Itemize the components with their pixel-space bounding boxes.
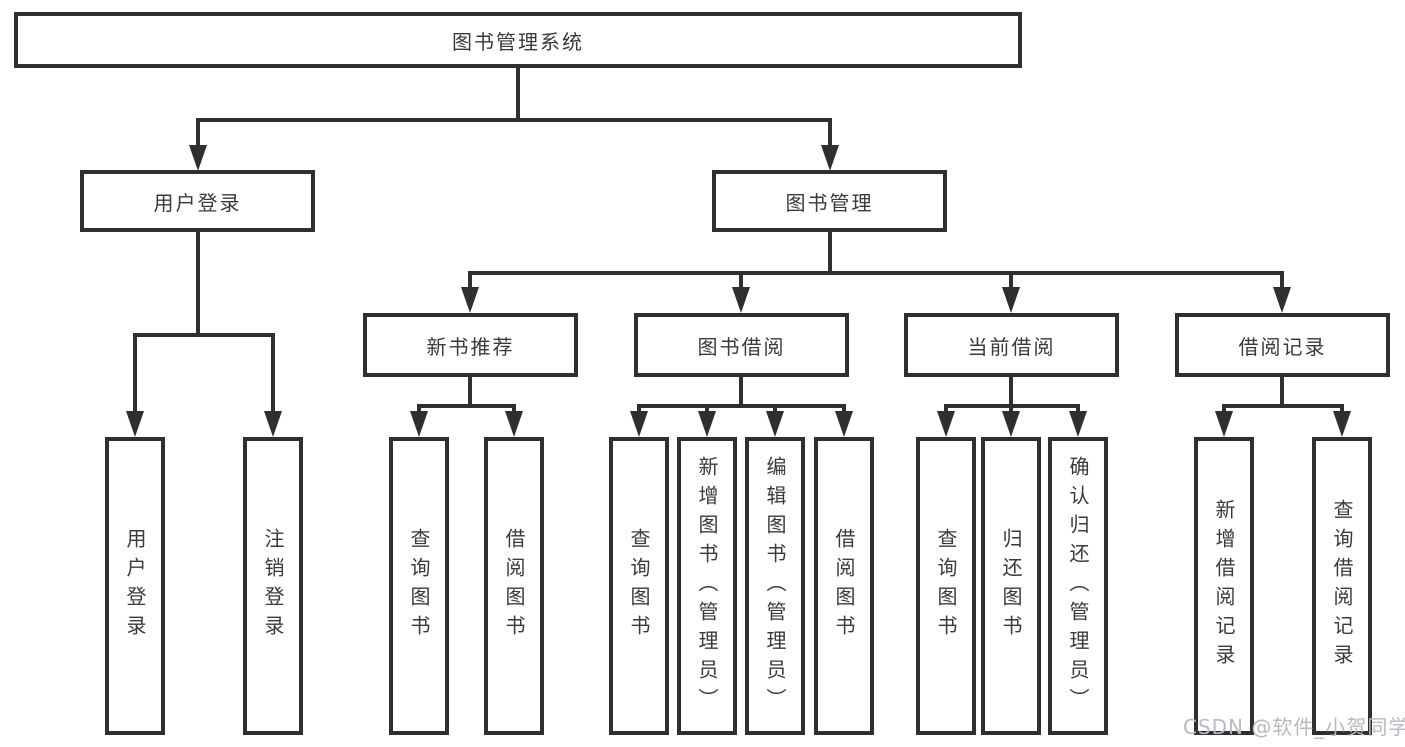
leaf-add-books-admin: 新增图书（管理员） [677,437,737,735]
leaf-confirm-return-admin-label: 确认归还（管理员） [1066,455,1090,717]
connector-user-login-branch [133,232,275,413]
node-book-management-branch: 图书管理 [712,170,947,232]
leaf-return-books-label: 归还图书 [999,528,1023,644]
node-library-management-system-label: 图书管理系统 [452,29,584,54]
leaf-borrow-books-borrowing: 借阅图书 [814,437,874,735]
node-book-management-branch-label: 图书管理 [785,190,874,215]
leaf-add-books-admin-label: 新增图书（管理员） [695,455,719,717]
leaf-query-borrow-record-label: 查询借阅记录 [1330,499,1354,673]
arrowheads-level2 [189,145,839,171]
csdn-watermark: CSDN @软件_小贺同学 [1183,715,1405,739]
node-user-login-branch-label: 用户登录 [153,190,242,215]
connector-book-mgmt-branch [468,232,1284,289]
leaf-add-borrow-record-label: 新增借阅记录 [1212,499,1236,673]
node-user-login-branch: 用户登录 [80,170,315,232]
node-new-book-recommendation-label: 新书推荐 [426,334,515,359]
leaf-confirm-return-admin: 确认归还（管理员） [1048,437,1108,735]
arrowheads-current-borrow-group [937,411,1087,437]
leaf-borrow-books-new-book-label: 借阅图书 [502,528,526,644]
connector-borrow-records-group [1222,377,1344,413]
leaf-logout: 注销登录 [243,437,303,735]
node-borrowing-records: 借阅记录 [1175,313,1390,377]
node-borrowing-records-label: 借阅记录 [1238,334,1327,359]
connector-root-to-level2 [196,68,832,146]
leaf-query-books-current-label: 查询图书 [934,528,958,644]
leaf-query-borrow-record: 查询借阅记录 [1312,437,1372,735]
leaf-logout-label: 注销登录 [261,528,285,644]
leaf-query-books-borrowing: 查询图书 [609,437,669,735]
leaf-borrow-books-new-book: 借阅图书 [484,437,544,735]
connector-new-book-group [417,377,516,413]
arrowheads-user-login-branch [126,411,282,437]
leaf-borrow-books-borrowing-label: 借阅图书 [832,528,856,644]
node-library-management-system: 图书管理系统 [14,12,1022,68]
leaf-query-books-new-book: 查询图书 [389,437,449,735]
leaf-edit-books-admin-label: 编辑图书（管理员） [763,455,787,717]
arrowheads-borrow-records-group [1215,411,1351,437]
node-current-borrowing: 当前借阅 [904,313,1119,377]
leaf-return-books: 归还图书 [981,437,1041,735]
arrowheads-book-mgmt-branch [461,287,1291,313]
connector-book-borrow-group [637,377,846,413]
leaf-user-login: 用户登录 [105,437,165,735]
leaf-query-books-new-book-label: 查询图书 [407,528,431,644]
leaf-add-borrow-record: 新增借阅记录 [1194,437,1254,735]
connector-current-borrow-group [944,377,1080,413]
node-book-borrowing: 图书借阅 [634,313,849,377]
arrowheads-book-borrow-group [630,411,853,437]
arrowheads-new-book-group [410,411,523,437]
leaf-query-books-borrowing-label: 查询图书 [627,528,651,644]
node-book-borrowing-label: 图书借阅 [697,334,786,359]
node-current-borrowing-label: 当前借阅 [967,334,1056,359]
leaf-query-books-current: 查询图书 [916,437,976,735]
leaf-edit-books-admin: 编辑图书（管理员） [745,437,805,735]
node-new-book-recommendation: 新书推荐 [363,313,578,377]
leaf-user-login-label: 用户登录 [123,528,147,644]
